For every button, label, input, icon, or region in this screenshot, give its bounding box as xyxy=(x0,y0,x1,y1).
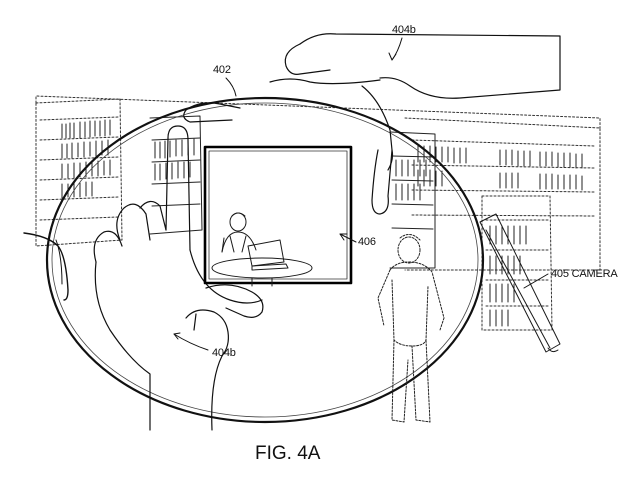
camera-arm xyxy=(479,213,561,353)
glasses-temple xyxy=(23,232,69,301)
leader-lines xyxy=(173,37,549,351)
lens-bookshelves xyxy=(149,115,436,269)
background-bookshelves xyxy=(35,95,601,331)
ref-label-404b-bottom: 404b xyxy=(212,347,236,359)
lens-ellipse xyxy=(45,96,485,424)
seated-person xyxy=(211,212,313,287)
upper-hand xyxy=(183,33,561,215)
ref-label-405-camera: 405 CAMERA xyxy=(551,268,618,280)
viewfinder-frame xyxy=(203,145,353,285)
ref-label-402: 402 xyxy=(213,64,231,76)
ref-label-404b-top: 404b xyxy=(392,24,416,36)
figure-caption: FIG. 4A xyxy=(255,443,321,464)
ref-label-406: 406 xyxy=(358,236,376,248)
standing-person xyxy=(377,234,445,423)
lower-hand xyxy=(93,125,264,431)
